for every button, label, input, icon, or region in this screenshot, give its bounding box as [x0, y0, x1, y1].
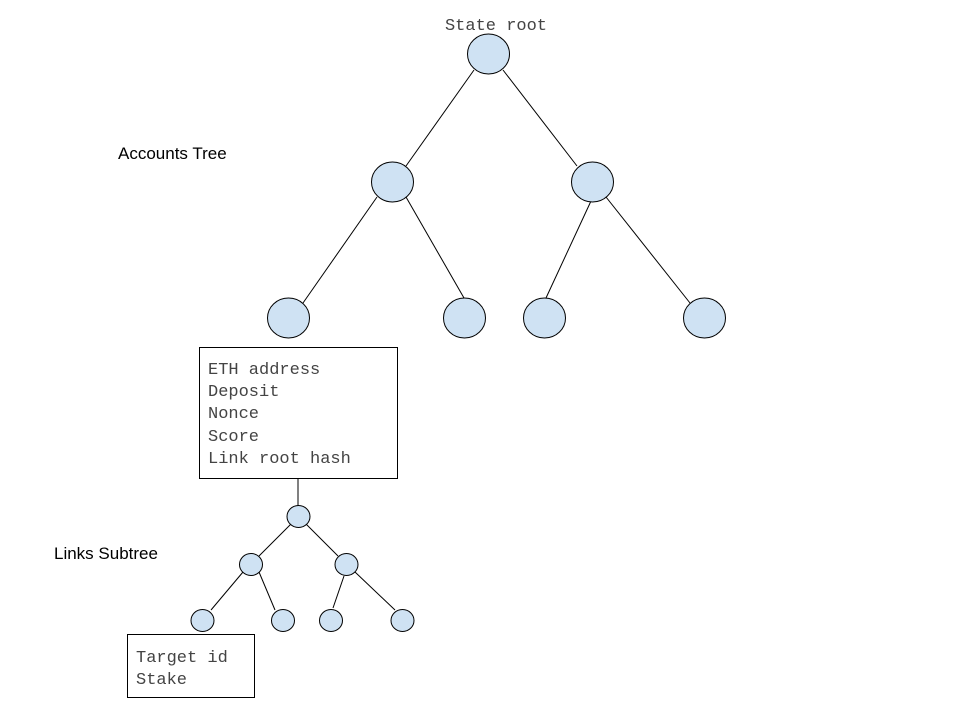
account-field-nonce: Nonce	[208, 405, 259, 424]
link-leaf-3	[319, 609, 343, 632]
state-root-label: State root	[445, 17, 547, 36]
links-node-left	[239, 553, 263, 576]
account-leaf-2	[443, 297, 486, 339]
link-leaf-1	[190, 609, 215, 632]
account-leaf-3	[523, 297, 566, 339]
edge-links-right-leaf4	[354, 571, 396, 611]
links-root-node	[286, 505, 311, 528]
account-field-deposit: Deposit	[208, 383, 279, 402]
link-leaf-4	[390, 609, 415, 632]
edge-right-leaf3	[545, 200, 592, 299]
link-field-target-id: Target id	[136, 649, 228, 668]
edge-links-root-left	[258, 523, 292, 557]
link-leaf-2	[271, 609, 295, 632]
link-record-border	[127, 634, 255, 698]
accounts-tree-edges	[297, 69, 691, 506]
account-field-score: Score	[208, 428, 259, 447]
links-subtree-label: Links Subtree	[54, 544, 158, 563]
edge-links-left-leaf1	[210, 571, 244, 611]
account-leaf-1	[267, 297, 310, 339]
state-root-node	[467, 33, 510, 75]
accounts-tree-label: Accounts Tree	[118, 144, 227, 163]
account-field-eth-address: ETH address	[208, 361, 320, 380]
link-field-stake: Stake	[136, 671, 187, 690]
link-record-box: Target id Stake	[127, 634, 255, 698]
edge-left-leaf1	[302, 196, 378, 304]
accounts-node-left	[371, 161, 414, 203]
links-subtree-edges	[210, 523, 396, 611]
account-record-border	[199, 347, 398, 479]
edge-links-left-leaf2	[258, 571, 276, 611]
links-subtree-nodes	[190, 505, 415, 632]
edge-links-right-leaf3	[332, 575, 345, 609]
accounts-tree-nodes	[267, 33, 726, 339]
account-record-box: ETH address Deposit Nonce Score Link roo…	[199, 347, 398, 479]
edge-links-root-right	[305, 523, 339, 557]
edge-root-right	[502, 69, 578, 167]
accounts-node-right	[571, 161, 614, 203]
account-field-link-root-hash: Link root hash	[208, 450, 351, 469]
account-leaf-4	[683, 297, 726, 339]
edge-right-leaf4	[605, 196, 691, 304]
edge-root-left	[405, 69, 475, 167]
edge-left-leaf2	[405, 196, 465, 299]
links-node-right	[334, 553, 359, 576]
